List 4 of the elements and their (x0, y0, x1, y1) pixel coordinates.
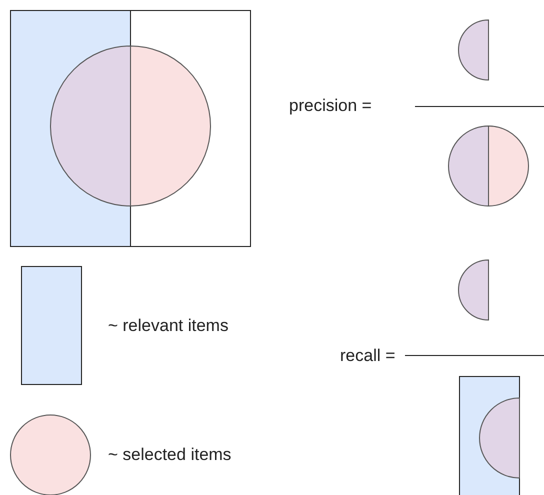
formula-label: precision = (289, 96, 372, 116)
legend-text: ~ selected items (108, 445, 232, 465)
legend-text: ~ relevant items (108, 316, 228, 336)
formula-label: recall = (340, 346, 396, 366)
